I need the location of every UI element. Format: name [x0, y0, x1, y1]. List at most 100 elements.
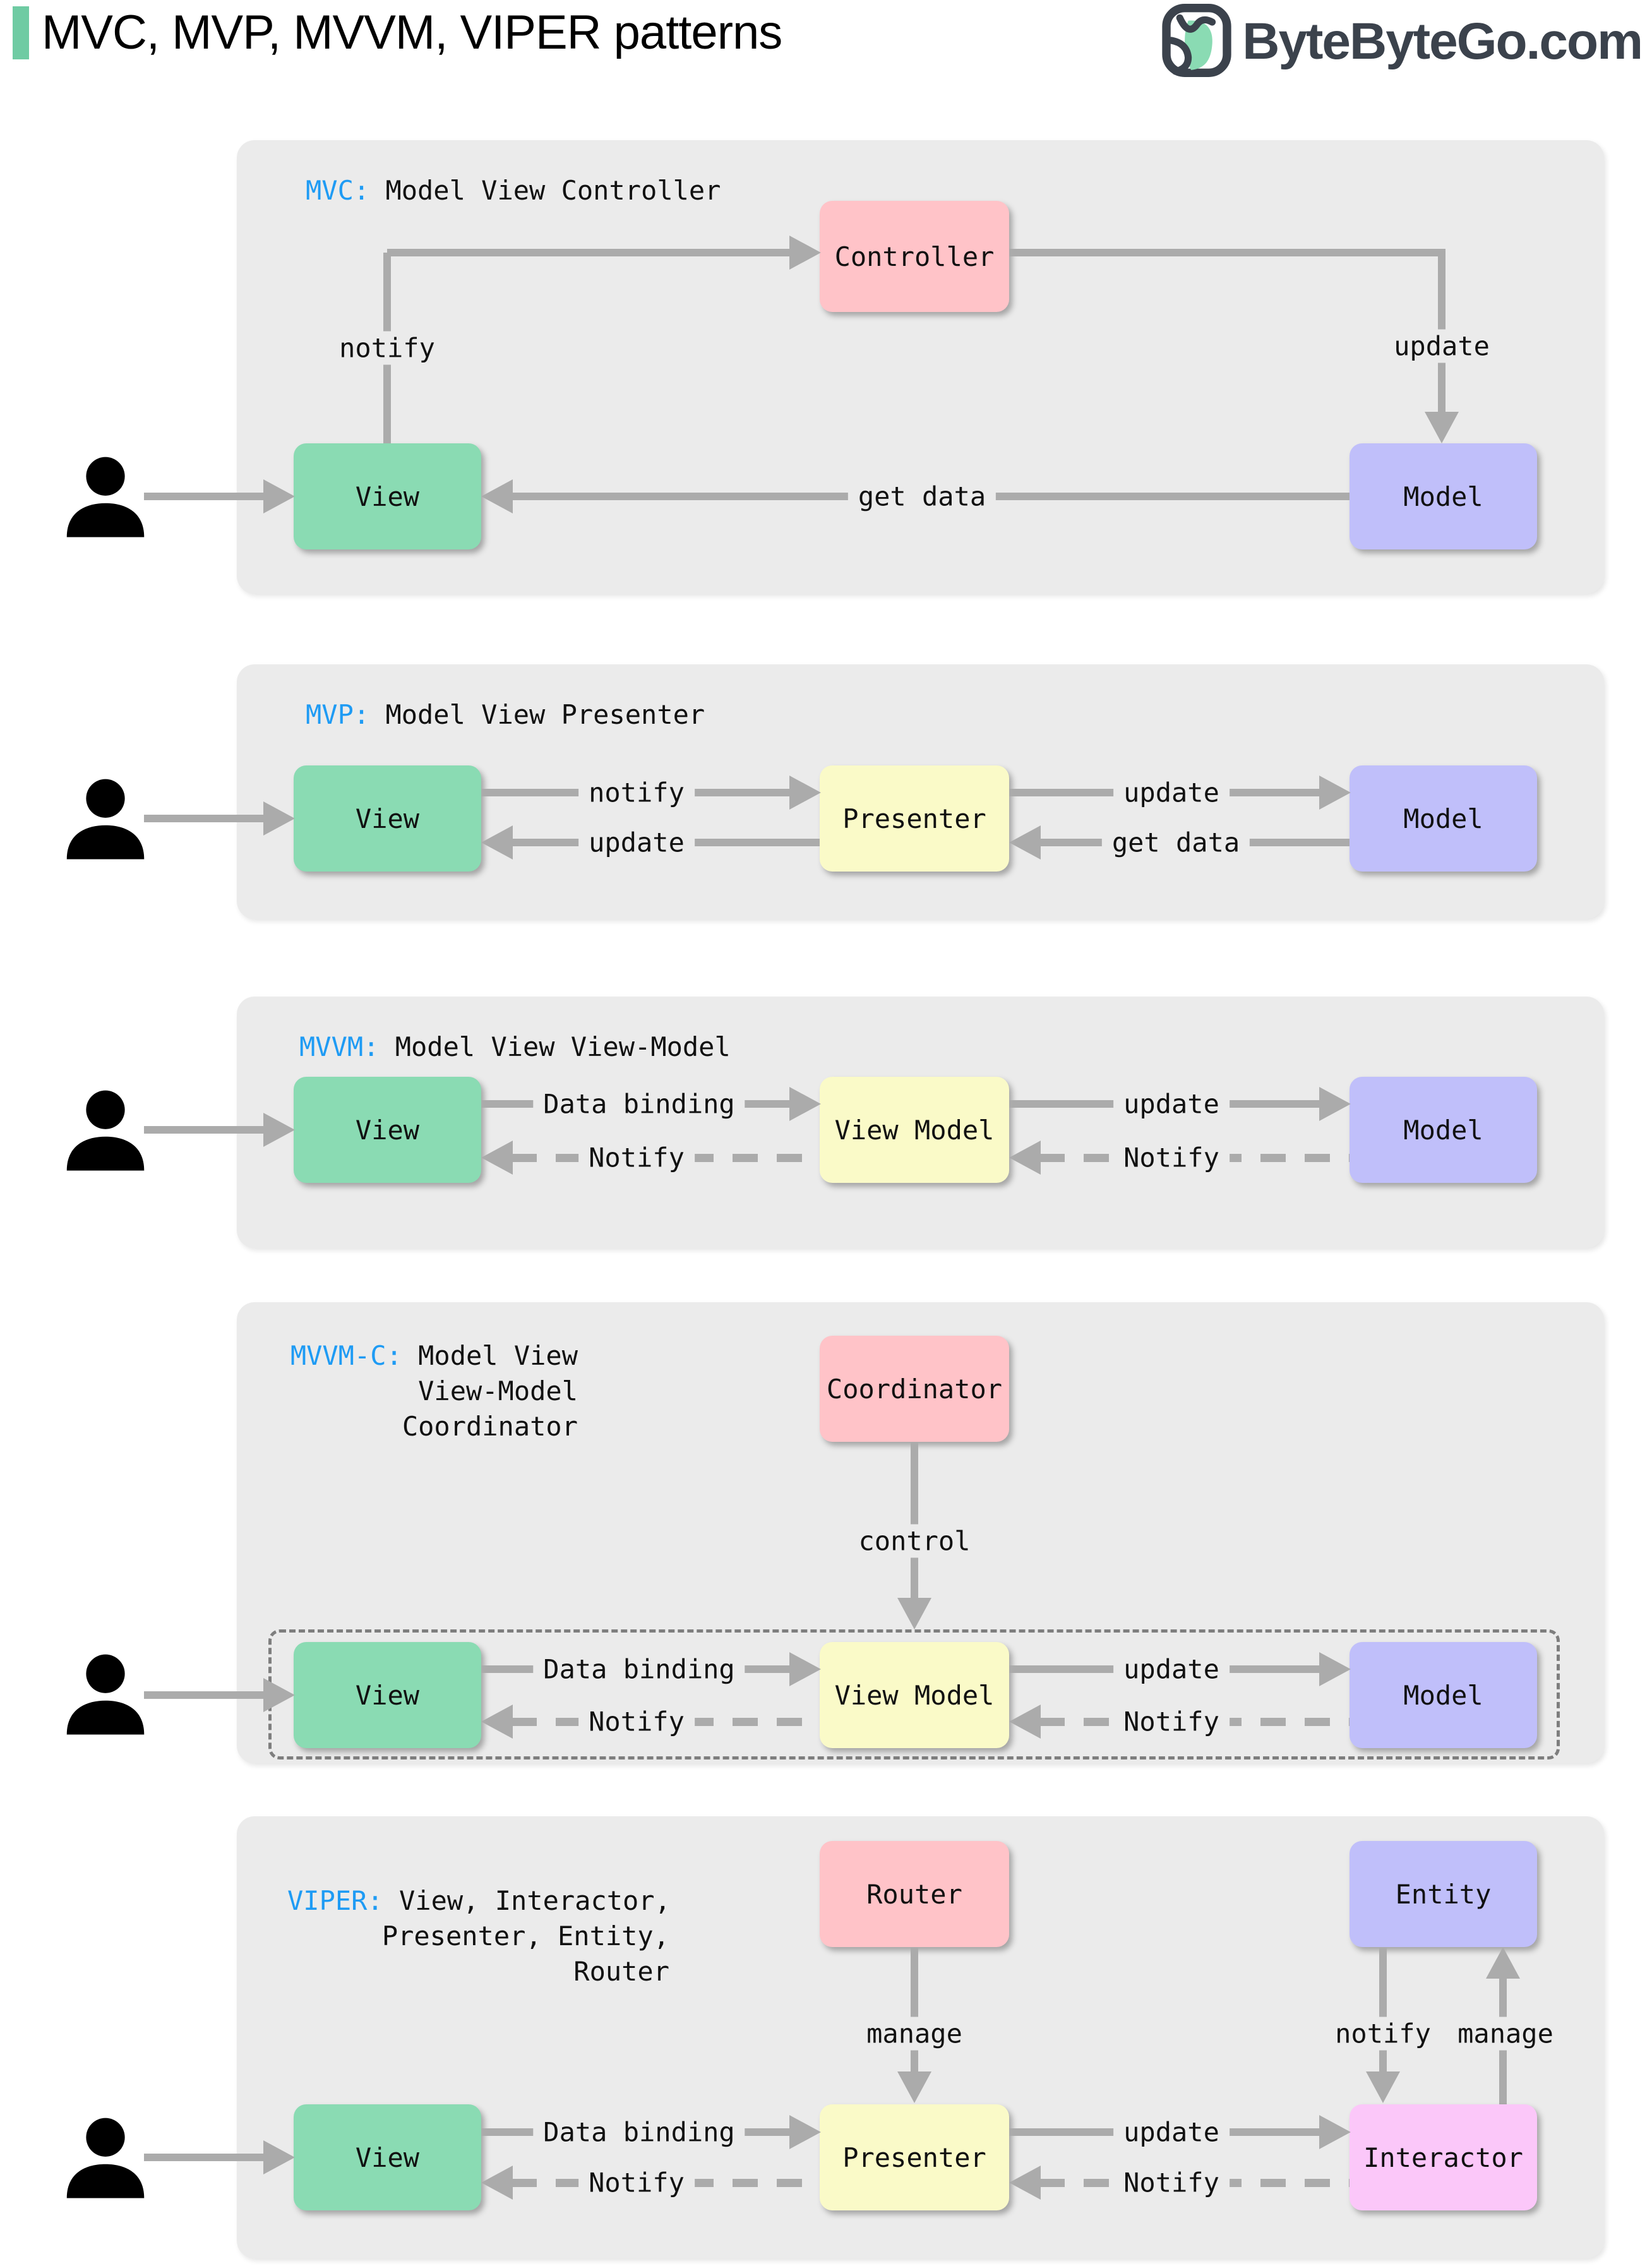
node-presenter-viper-label: Presenter [842, 2142, 986, 2173]
node-view-viper: View [294, 2104, 481, 2210]
edge-mvp-update-view-arrowhead [481, 825, 513, 860]
panel-mvvm-name: Model View View-Model [395, 1031, 731, 1062]
edge-notify-entity-arrowhead [1366, 2071, 1400, 2103]
user-arrow-line-mvp [144, 815, 264, 822]
edge-control-arrowhead [897, 1598, 931, 1629]
user-icon-mvc [58, 450, 153, 546]
edge-mvvm-databinding-arrowhead [789, 1087, 821, 1121]
edge-notify-line-horizontal [387, 249, 789, 256]
panel-viper-name3: Router [573, 1956, 669, 1987]
user-icon-mvp [58, 772, 153, 868]
node-model-mvp-label: Model [1403, 803, 1483, 834]
panel-mvc-name: Model View Controller [385, 175, 721, 206]
edge-mvp-getdata-label: get data [1101, 825, 1250, 860]
panel-mvp-name: Model View Presenter [385, 699, 705, 730]
edge-mvvm-databinding-label: Data binding [533, 1087, 745, 1121]
panel-mvvmc-name1: Model View [418, 1340, 578, 1371]
edge-mvp-notify-label: notify [578, 776, 695, 810]
brand-text: ByteByteGo.com [1242, 13, 1643, 70]
node-presenter-mvp: Presenter [820, 765, 1009, 872]
user-arrow-line-mvc [144, 493, 264, 500]
user-icon-mvvmc [58, 1647, 153, 1743]
brand-logo: ByteByteGo.com [1161, 4, 1643, 80]
node-viewmodel-mvvmc: View Model [820, 1642, 1009, 1748]
title-accent-bar [13, 6, 29, 59]
user-arrowhead-viper [263, 2140, 295, 2174]
edge-mvp-update-model-label: update [1113, 776, 1230, 810]
node-model-mvc: Model [1350, 443, 1537, 549]
panel-viper-name2: Presenter, Entity, [381, 1921, 669, 1951]
node-router-label: Router [866, 1878, 962, 1910]
node-entity: Entity [1350, 1841, 1537, 1947]
edge-update-arrowhead [1425, 412, 1459, 443]
node-presenter-mvp-label: Presenter [842, 803, 986, 834]
user-arrow-line-viper [144, 2154, 264, 2161]
edge-mvp-getdata-arrowhead [1009, 825, 1041, 860]
edge-notify-label: notify [329, 331, 445, 365]
node-view-mvc-label: View [355, 481, 420, 512]
node-model-mvvm: Model [1350, 1077, 1537, 1183]
user-arrowhead-mvp [263, 801, 295, 836]
node-viewmodel-mvvm-label: View Model [834, 1114, 995, 1146]
edge-mvvm-notify-view-label: Notify [578, 1141, 695, 1175]
panel-mvvm-tag: MVVM: [299, 1031, 380, 1062]
panel-mvvmc-label: MVVM-C: Model View View-Model Coordinato… [287, 1338, 578, 1444]
edge-mvp-notify-arrowhead [789, 776, 821, 810]
panel-mvvm-label: MVVM: Model View View-Model [299, 1029, 731, 1065]
edge-manage-entity-arrowhead [1486, 1947, 1520, 1979]
edge-mvvmc-notify-vm-label: Notify [1113, 1705, 1230, 1739]
user-arrowhead-mvc [263, 479, 295, 513]
panel-viper-line1: VIPER: View, Interactor, [287, 1883, 671, 1919]
edge-mvvm-update-arrowhead [1319, 1087, 1351, 1121]
node-model-mvvmc: Model [1350, 1642, 1537, 1748]
node-model-mvvmc-label: Model [1403, 1679, 1483, 1711]
node-interactor: Interactor [1350, 2104, 1537, 2210]
node-view-viper-label: View [355, 2142, 420, 2173]
node-view-mvp: View [294, 765, 481, 872]
panel-mvc-tag: MVC: [306, 175, 370, 206]
edge-mvvmc-databinding-label: Data binding [533, 1652, 745, 1686]
user-arrowhead-mvvm [263, 1113, 295, 1147]
node-view-mvvmc-label: View [355, 1679, 420, 1711]
node-view-mvp-label: View [355, 803, 420, 834]
panel-mvvmc-name2: View-Model [418, 1376, 578, 1406]
edge-control-line [911, 1442, 918, 1598]
node-viewmodel-mvvmc-label: View Model [834, 1679, 995, 1711]
edge-mvvmc-notify-vm-arrowhead [1009, 1705, 1041, 1739]
node-controller: Controller [820, 201, 1009, 312]
edge-viper-notify-presenter-arrowhead [1009, 2166, 1041, 2200]
user-icon-mvvm [58, 1083, 153, 1179]
edge-viper-notify-view-arrowhead [481, 2166, 513, 2200]
panel-mvc-label: MVC: Model View Controller [306, 173, 721, 208]
node-coordinator-label: Coordinator [826, 1373, 1003, 1405]
node-interactor-label: Interactor [1363, 2142, 1523, 2173]
edge-mvvmc-notify-view-arrowhead [481, 1705, 513, 1739]
edge-getdata-label: get data [847, 479, 997, 513]
edge-update-label: update [1384, 329, 1500, 363]
panel-viper-name1: View, Interactor, [399, 1885, 671, 1916]
edge-mvvm-notify-vm-label: Notify [1113, 1141, 1230, 1175]
panel-mvvmc-line1: MVVM-C: Model View [287, 1338, 578, 1374]
edge-viper-update-arrowhead [1319, 2115, 1351, 2149]
edge-mvvmc-notify-view-label: Notify [578, 1705, 695, 1739]
panel-viper-tag: VIPER: [287, 1885, 383, 1916]
node-model-mvp: Model [1350, 765, 1537, 872]
edge-mvvm-notify-view-arrowhead [481, 1141, 513, 1175]
panel-viper-label: VIPER: View, Interactor, Presenter, Enti… [287, 1883, 671, 1989]
edge-viper-databinding-label: Data binding [533, 2115, 745, 2149]
node-controller-label: Controller [834, 241, 995, 272]
panel-mvp-label: MVP: Model View Presenter [306, 697, 705, 733]
edge-manage-entity-label: manage [1447, 2017, 1564, 2051]
edge-mvp-update-model-arrowhead [1319, 776, 1351, 810]
user-arrow-line-mvvm [144, 1126, 264, 1134]
node-viewmodel-mvvm: View Model [820, 1077, 1009, 1183]
edge-mvvm-notify-vm-arrowhead [1009, 1141, 1041, 1175]
edge-mvp-update-view-label: update [578, 825, 695, 860]
edge-viper-databinding-arrowhead [789, 2115, 821, 2149]
user-arrow-line-mvvmc [144, 1691, 264, 1699]
edge-notify-entity-label: notify [1325, 2017, 1441, 2051]
edge-viper-update-label: update [1113, 2115, 1230, 2149]
edge-notify-entity-line [1379, 1947, 1387, 2071]
user-arrowhead-mvvmc [263, 1678, 295, 1712]
edge-mvvm-update-label: update [1113, 1087, 1230, 1121]
